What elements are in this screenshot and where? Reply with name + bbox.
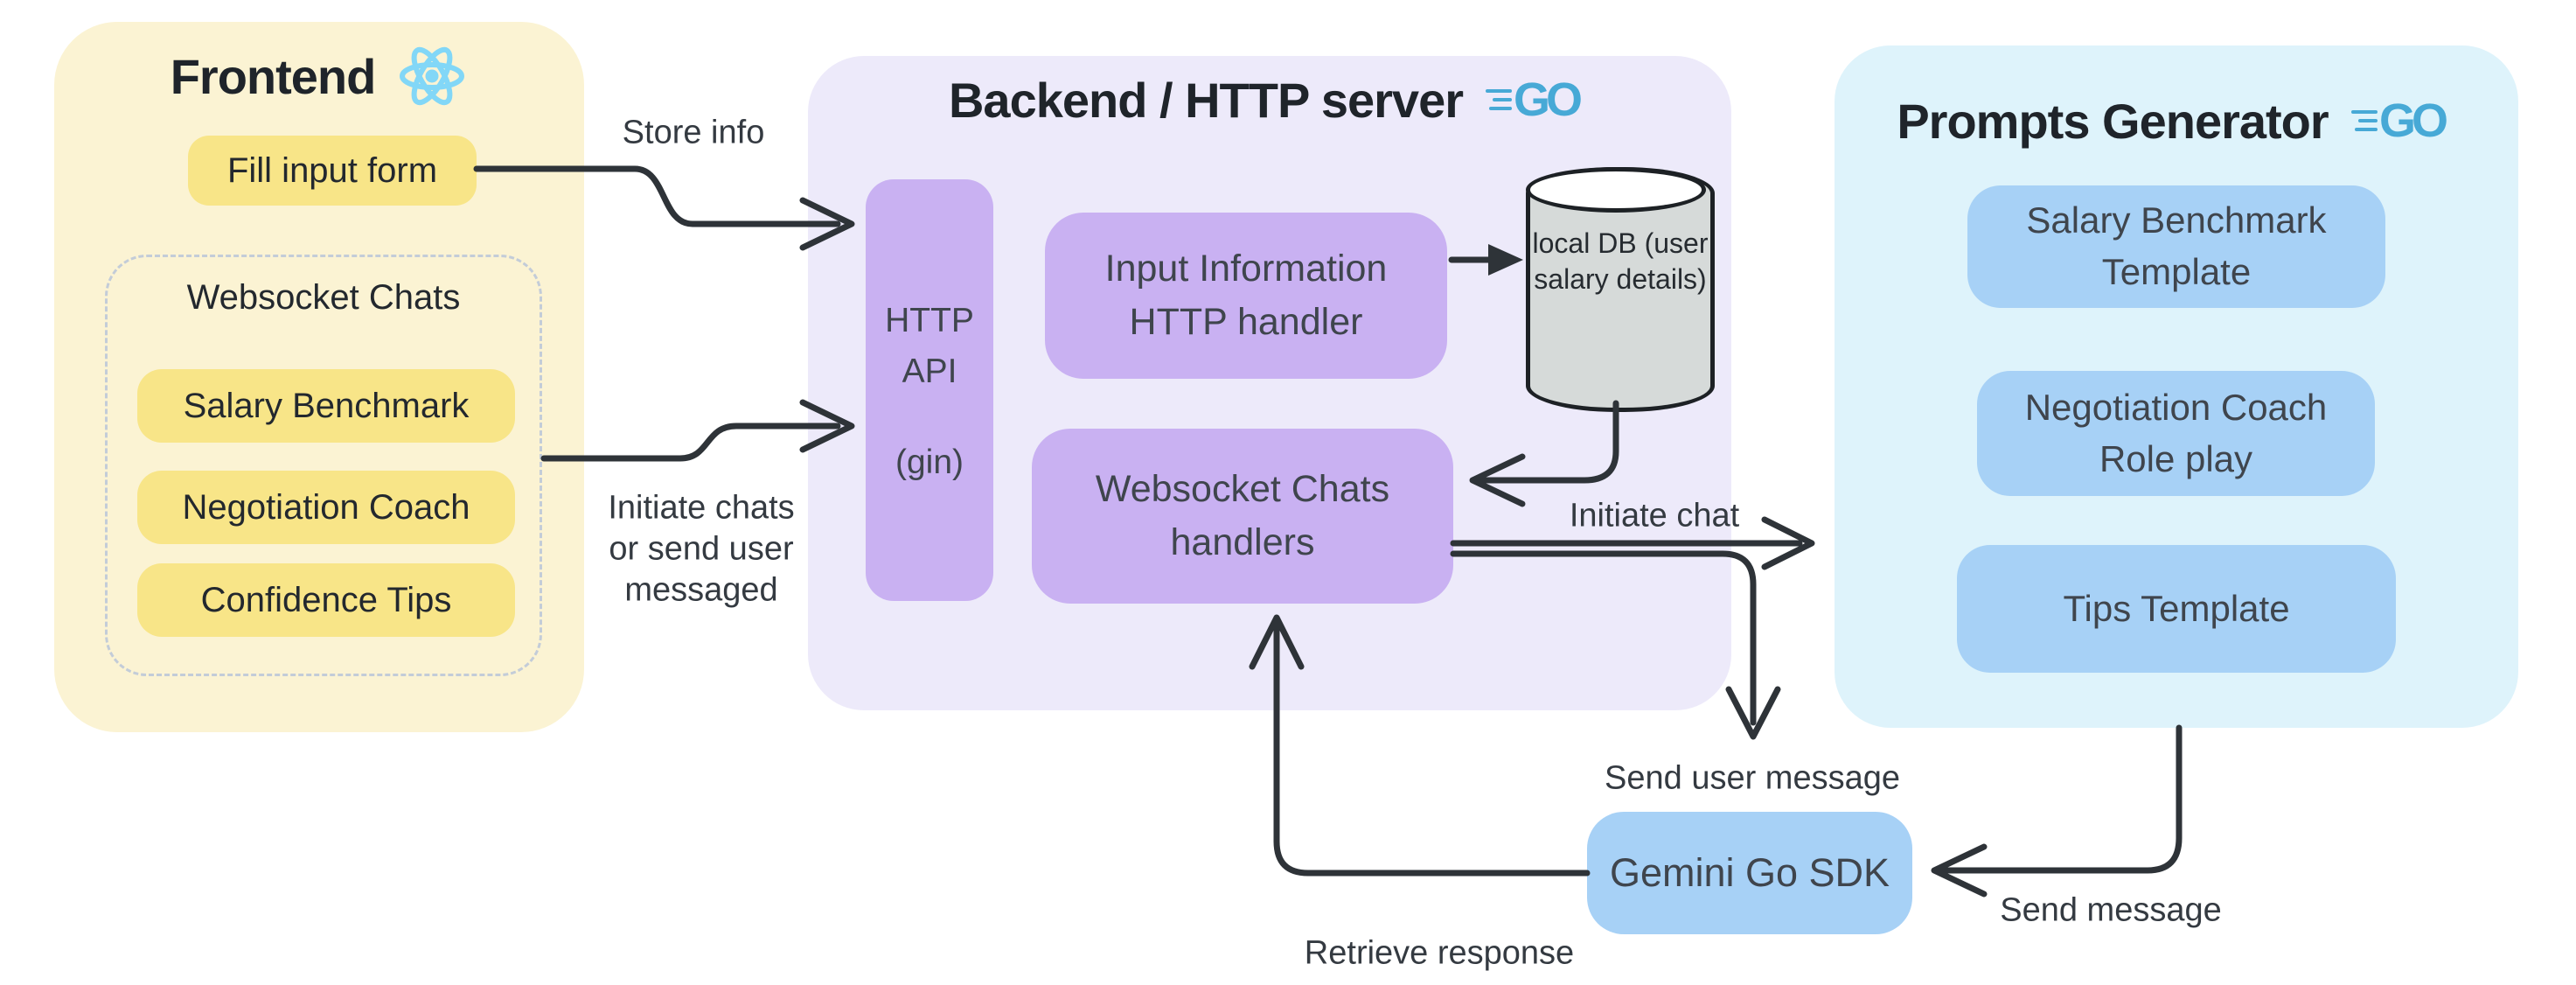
prompts-title: Prompts Generator — [1897, 94, 2329, 149]
gemini-go-sdk-label: Gemini Go SDK — [1609, 850, 1890, 895]
local-db-line2: (user salary — [1534, 227, 1709, 295]
websocket-chats-group-title: Websocket Chats — [186, 278, 461, 317]
websocket-chats-group: Websocket Chats Salary Benchmark Negotia… — [105, 255, 542, 676]
negotiation-coach-roleplay-node: Negotiation Coach Role play — [1977, 371, 2375, 496]
frontend-panel: Frontend Fill input form Websocket Chats… — [54, 22, 584, 732]
initiate-chats-line2: or send user — [609, 530, 794, 568]
http-api-gin-node: HTTP API (gin) — [866, 179, 993, 601]
react-icon — [400, 46, 465, 106]
http-api-line3: (gin) — [895, 444, 964, 481]
svg-text:GO: GO — [2379, 96, 2447, 147]
backend-panel: Backend / HTTP server GO HTTP API (gin) … — [808, 56, 1731, 710]
send-message-label: Send message — [2000, 891, 2222, 929]
salary-benchmark-node: Salary Benchmark — [137, 369, 515, 443]
ws-handlers-line1: Websocket Chats — [1095, 467, 1390, 510]
tips-template-node: Tips Template — [1957, 545, 2396, 673]
initiate-chats-label: Initiate chats or send user messaged — [608, 487, 794, 611]
negotiation-coach-label: Negotiation Coach — [182, 487, 470, 527]
initiate-chats-line3: messaged — [624, 571, 778, 609]
negotiation-coach-node: Negotiation Coach — [137, 471, 515, 544]
salary-benchmark-label: Salary Benchmark — [183, 386, 470, 425]
input-handler-line2: HTTP handler — [1129, 301, 1363, 343]
backend-title: Backend / HTTP server — [948, 73, 1464, 128]
http-api-line2: API — [902, 353, 957, 390]
fill-input-form-node: Fill input form — [188, 136, 477, 206]
initiate-chat-label: Initiate chat — [1569, 497, 1740, 534]
send-user-message-label: Send user message — [1605, 759, 1900, 797]
local-db-label: local DB (user salary details) — [1530, 171, 1710, 297]
tips-template-label: Tips Template — [2063, 588, 2290, 629]
http-api-line1: HTTP — [885, 302, 974, 339]
local-db-line1: local DB — [1532, 227, 1637, 259]
initiate-chats-line1: Initiate chats — [608, 489, 795, 527]
svg-text:GO: GO — [1514, 75, 1581, 126]
arrow-initiate-chats — [540, 399, 855, 462]
negotiation-template-line2: Role play — [2099, 437, 2253, 479]
frontend-title-row: Frontend — [54, 44, 584, 108]
salary-benchmark-template-node: Salary Benchmark Template — [1967, 185, 2385, 308]
go-icon: GO — [1486, 75, 1585, 126]
salary-template-line2: Template — [2101, 251, 2252, 292]
local-db-cylinder: local DB (user salary details) — [1526, 167, 1715, 412]
prompts-title-row: Prompts Generator GO — [1835, 93, 2518, 150]
arrow-send-message — [1931, 724, 2183, 898]
input-handler-line1: Input Information — [1104, 247, 1388, 290]
confidence-tips-label: Confidence Tips — [200, 580, 452, 619]
store-info-label: Store info — [622, 114, 765, 151]
confidence-tips-node: Confidence Tips — [137, 563, 515, 637]
frontend-title: Frontend — [170, 48, 377, 104]
fill-input-form-label: Fill input form — [226, 150, 438, 190]
gemini-go-sdk-node: Gemini Go SDK — [1587, 812, 1912, 934]
prompts-generator-panel: Prompts Generator GO Salary Benchmark Te… — [1835, 45, 2518, 728]
input-information-handler-node: Input Information HTTP handler — [1045, 213, 1447, 379]
salary-template-line1: Salary Benchmark — [2026, 199, 2327, 241]
websocket-chats-handlers-node: Websocket Chats handlers — [1032, 429, 1453, 604]
go-icon: GO — [2350, 96, 2451, 147]
ws-handlers-line2: handlers — [1170, 521, 1315, 563]
negotiation-template-line1: Negotiation Coach — [2024, 386, 2328, 428]
local-db-line3: details) — [1616, 262, 1707, 295]
retrieve-response-label: Retrieve response — [1304, 934, 1575, 972]
backend-title-row: Backend / HTTP server GO — [808, 72, 1731, 129]
